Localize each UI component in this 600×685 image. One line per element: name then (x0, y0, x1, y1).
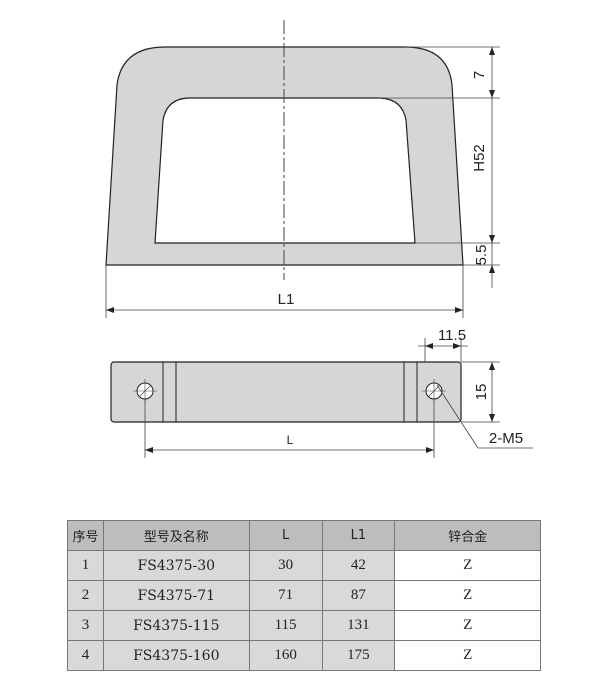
cell-material: Z (394, 580, 541, 611)
cell-no: 4 (67, 640, 104, 671)
arrow (106, 307, 114, 313)
cell-l1: 87 (321, 580, 396, 611)
dim-height: H52 (471, 144, 488, 172)
header-model: 型号及名称 (102, 520, 250, 551)
cell-model: FS4375-115 (102, 610, 250, 641)
cell-l: 160 (248, 640, 323, 671)
cell-l: 115 (248, 610, 323, 641)
arrow (489, 235, 495, 243)
cell-l: 30 (248, 550, 323, 581)
cell-material: Z (394, 640, 541, 671)
technical-drawing: 7 H52 5.5 L1 11.5 15 L 2-M5 (105, 20, 533, 458)
dim-overall-length: L1 (278, 291, 295, 308)
handle-top-view (110, 361, 462, 423)
cell-no: 3 (67, 610, 104, 641)
arrow (489, 265, 495, 273)
cell-l1: 131 (321, 610, 396, 641)
header-l: L (248, 520, 323, 551)
cell-l1: 42 (321, 550, 396, 581)
dim-top-thickness: 7 (471, 71, 488, 79)
spec-table: 序号 型号及名称 L L1 锌合金 1 FS4375-30 30 42 Z 2 … (67, 520, 541, 671)
cell-no: 2 (67, 580, 104, 611)
cell-l: 71 (248, 580, 323, 611)
arrow (453, 343, 461, 349)
leader-line (436, 384, 479, 449)
dim-hole-offset: 11.5 (438, 327, 466, 344)
header-material: 锌合金 (394, 520, 541, 551)
header-no: 序号 (67, 520, 104, 551)
cell-material: Z (394, 550, 541, 581)
dim-hole-spacing: L (287, 433, 294, 447)
cell-l1: 175 (321, 640, 396, 671)
table-row: 2 FS4375-71 71 87 Z (67, 580, 541, 611)
cell-model: FS4375-30 (102, 550, 250, 581)
table-row: 4 FS4375-160 160 175 Z (67, 640, 541, 671)
dim-width: 15 (473, 384, 490, 401)
arrow (489, 414, 495, 422)
cell-model: FS4375-160 (102, 640, 250, 671)
arrow (489, 362, 495, 370)
header-l1: L1 (321, 520, 396, 551)
arrow (489, 47, 495, 55)
cell-no: 1 (67, 550, 104, 581)
arrow (426, 447, 434, 453)
cell-material: Z (394, 610, 541, 641)
cell-model: FS4375-71 (102, 580, 250, 611)
arrow (489, 90, 495, 98)
table-row: 3 FS4375-115 115 131 Z (67, 610, 541, 641)
arrow (455, 307, 463, 313)
arrow (425, 343, 433, 349)
arrow (145, 447, 153, 453)
thread-callout: 2-M5 (489, 430, 523, 447)
dim-bottom-thickness: 5.5 (473, 245, 490, 266)
hole-crosshair (138, 384, 152, 398)
table-header-row: 序号 型号及名称 L L1 锌合金 (67, 520, 541, 551)
table-row: 1 FS4375-30 30 42 Z (67, 550, 541, 581)
